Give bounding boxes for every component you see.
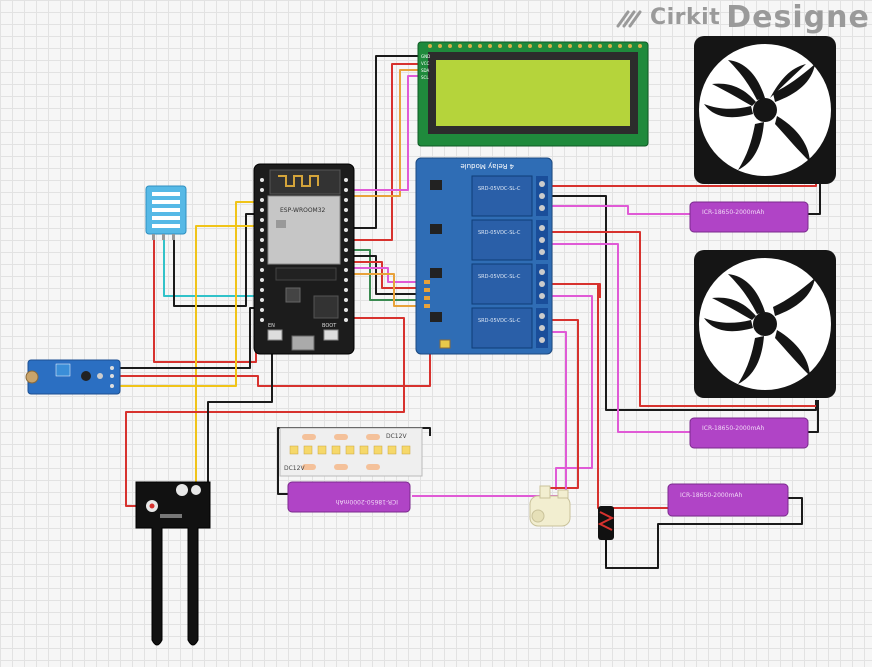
fan-top[interactable] [694, 36, 836, 184]
svg-text:SRD-05VDC-SL-C: SRD-05VDC-SL-C [478, 318, 521, 324]
wire-red [118, 340, 431, 387]
light-sensor-module[interactable] [25, 359, 121, 395]
led-strip[interactable]: DC12V DC12V [279, 427, 423, 477]
wire-red [548, 283, 668, 509]
lcd-pin-gnd: GND [421, 54, 430, 59]
dht-sensor[interactable] [145, 185, 187, 240]
wire-black [806, 400, 819, 433]
relay-module[interactable]: 4 Relay Module SRD-05VDC-SL-C SRD-05VDC-… [415, 157, 553, 355]
esp32-module-label: ESP-WROOM32 [280, 207, 326, 214]
svg-text:SRD-05VDC-SL-C: SRD-05VDC-SL-C [478, 230, 521, 236]
brand-name-part2: Designer [726, 0, 872, 35]
led-strip-label-top: DC12V [386, 433, 407, 440]
wire-yellow [118, 201, 262, 387]
brand-name-part1: Cirkit [650, 4, 721, 30]
lcd-pin-scl: SCL [421, 75, 429, 80]
battery-4[interactable]: ICR-18650-2000mAh [287, 481, 411, 513]
soil-moisture-sensor[interactable] [135, 481, 211, 646]
lcd-display[interactable]: GND VCC SDA SCL [417, 41, 649, 147]
lcd-pin-vcc: VCC [421, 61, 430, 66]
svg-text:ICR-18650-2000mAh: ICR-18650-2000mAh [702, 209, 765, 216]
led-strip-label-bottom: DC12V [284, 465, 305, 472]
esp32-board[interactable]: ESP-WROOM32 EN BOOT [253, 163, 355, 355]
fan-bottom[interactable] [694, 250, 836, 398]
svg-text:ICR-18650-2000mAh: ICR-18650-2000mAh [702, 425, 765, 432]
relay-2: SRD-05VDC-SL-C [471, 219, 548, 261]
esp32-boot-label: BOOT [322, 323, 337, 329]
svg-text:SRD-05VDC-SL-C: SRD-05VDC-SL-C [478, 186, 521, 192]
wire-black [352, 55, 420, 229]
wire-black [277, 427, 431, 495]
brand-logo: Cirkit Designer [614, 0, 872, 35]
svg-text:ICR-18650-2000mAh: ICR-18650-2000mAh [335, 498, 398, 505]
cirkit-logo-icon [616, 10, 642, 28]
wire-red [548, 231, 816, 407]
water-pump[interactable] [529, 485, 571, 527]
wire-black [118, 307, 262, 369]
wire-orange [352, 273, 426, 307]
wire-pink [412, 331, 567, 497]
lcd-pin-sda: SDA [421, 68, 430, 73]
wire-red [125, 317, 405, 507]
wire-pink [548, 295, 593, 490]
battery-1[interactable]: ICR-18650-2000mAh [689, 201, 809, 233]
battery-3[interactable]: ICR-18650-2000mAh [667, 483, 789, 517]
wire-pink [548, 205, 694, 215]
dc-connector[interactable] [597, 506, 615, 566]
wire-black [605, 497, 803, 569]
relay-4: SRD-05VDC-SL-C [471, 307, 548, 349]
relay-3: SRD-05VDC-SL-C [471, 263, 548, 305]
wire-red [153, 238, 257, 363]
esp32-en-label: EN [268, 323, 275, 329]
relay-module-title: 4 Relay Module [460, 162, 514, 170]
relay-1: SRD-05VDC-SL-C [471, 175, 548, 217]
wire-black [173, 213, 262, 307]
wire-red [542, 319, 579, 489]
wire-yellow [195, 225, 262, 502]
wire-orange [352, 69, 420, 197]
wire-pink [352, 75, 420, 191]
wire-cyan [163, 238, 256, 297]
wire-black [207, 346, 273, 500]
svg-text:SRD-05VDC-SL-C: SRD-05VDC-SL-C [478, 274, 521, 280]
battery-2[interactable]: ICR-18650-2000mAh [689, 417, 809, 449]
wire-red [352, 63, 420, 241]
wire-black [806, 172, 821, 215]
svg-text:ICR-18650-2000mAh: ICR-18650-2000mAh [680, 492, 743, 499]
wire-pink [548, 243, 694, 433]
